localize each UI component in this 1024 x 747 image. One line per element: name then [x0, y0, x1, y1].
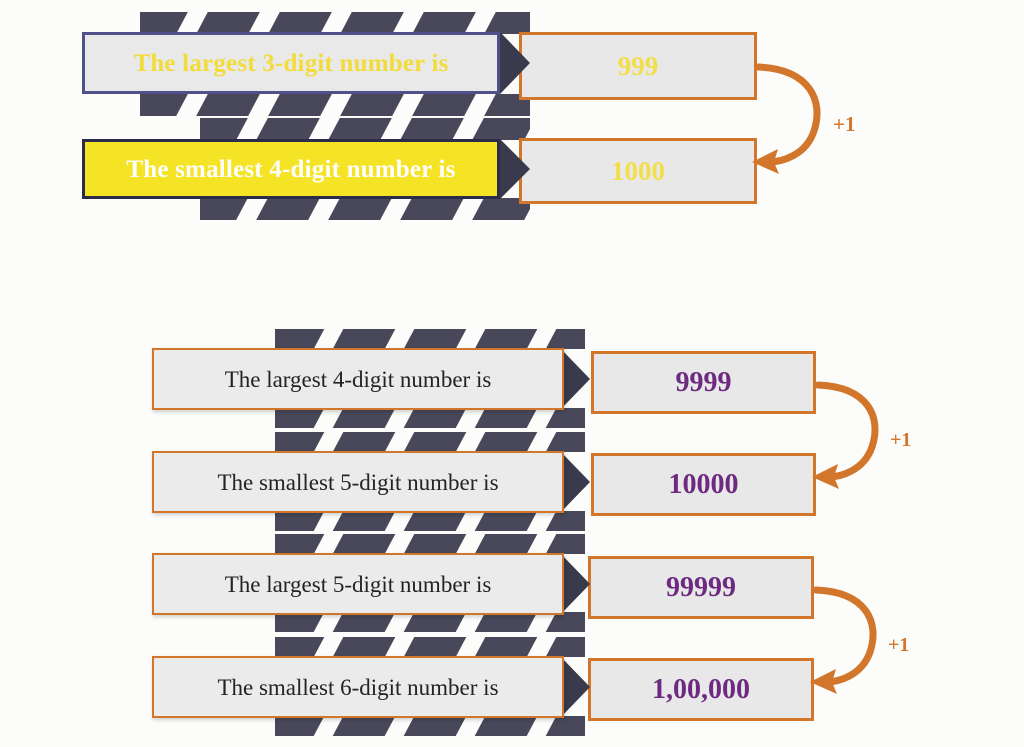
- label-box-smallest-5-digit: The smallest 5-digit number is: [152, 451, 590, 513]
- label-text: The largest 5-digit number is: [224, 571, 492, 597]
- label-box-largest-5-digit: The largest 5-digit number is: [152, 553, 590, 615]
- label-box-smallest-6-digit: The smallest 6-digit number is: [152, 656, 590, 718]
- chevron-stripe-band: [275, 637, 585, 657]
- arrow-tip-icon: [560, 451, 590, 513]
- value-box-99999: 99999: [588, 556, 814, 619]
- chevron-stripe-band: [200, 198, 530, 220]
- label-text: The smallest 6-digit number is: [217, 674, 499, 700]
- arrow-tip-icon: [560, 553, 590, 615]
- value-text: 1000: [611, 155, 665, 186]
- value-box-9999: 9999: [591, 351, 816, 414]
- chevron-stripe-band: [275, 534, 585, 554]
- value-box-100000: 1,00,000: [588, 658, 814, 721]
- plus-one-label: +1: [888, 634, 910, 656]
- chevron-stripe-band: [275, 408, 585, 428]
- value-text: 9999: [675, 366, 732, 398]
- arrow-tip-icon: [500, 32, 530, 94]
- chevron-stripe-band: [140, 12, 530, 34]
- plus-one-arrow-icon: [752, 63, 821, 174]
- chevron-stripe-band: [275, 329, 585, 349]
- chevron-stripe-band: [275, 511, 585, 531]
- chevron-stripe-band: [275, 432, 585, 452]
- value-text: 10000: [668, 468, 739, 500]
- value-box-999: 999: [519, 32, 757, 100]
- chevron-stripe-band: [140, 94, 530, 116]
- plus-one-arrow-icon: [812, 381, 879, 489]
- plus-one-label: +1: [890, 429, 912, 451]
- arrow-tip-icon: [560, 656, 590, 718]
- label-box-smallest-4-digit: The smallest 4-digit number is: [82, 139, 530, 199]
- chevron-stripe-band: [275, 612, 585, 632]
- value-text: 999: [617, 50, 659, 81]
- arrow-tip-icon: [500, 139, 530, 199]
- value-box-10000: 10000: [591, 453, 816, 516]
- label-text: The smallest 4-digit number is: [126, 155, 456, 183]
- value-text: 1,00,000: [652, 673, 750, 705]
- chevron-stripe-band: [275, 716, 585, 736]
- label-box-largest-3-digit: The largest 3-digit number is: [82, 32, 530, 94]
- label-box-largest-4-digit: The largest 4-digit number is: [152, 348, 590, 410]
- plus-one-label: +1: [833, 112, 856, 136]
- label-text: The largest 3-digit number is: [133, 49, 449, 77]
- arrow-tip-icon: [560, 348, 590, 410]
- value-box-1000: 1000: [519, 138, 757, 204]
- label-text: The smallest 5-digit number is: [217, 469, 499, 495]
- value-text: 99999: [666, 571, 736, 603]
- chevron-stripe-band: [200, 118, 530, 140]
- label-text: The largest 4-digit number is: [224, 366, 492, 392]
- plus-one-arrow-icon: [810, 586, 877, 694]
